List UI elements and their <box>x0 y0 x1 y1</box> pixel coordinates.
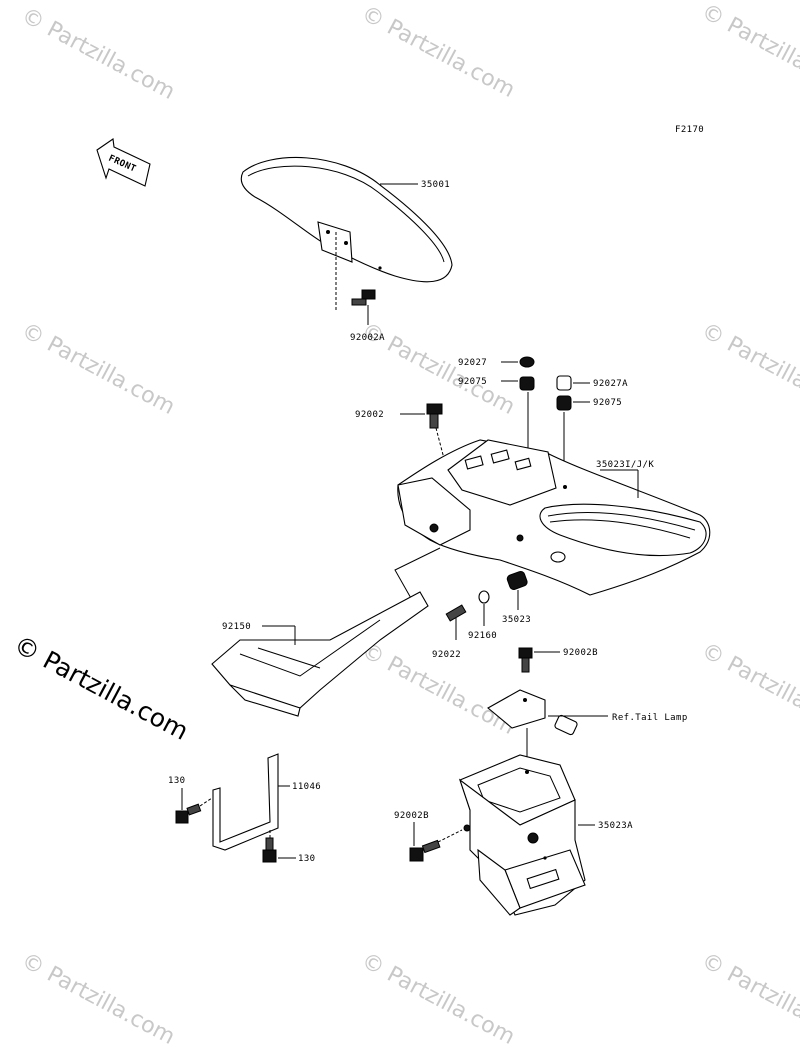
spacer-92075-left <box>519 376 535 391</box>
part-label-92002: 92002 <box>355 410 384 420</box>
bolt-shank <box>521 657 530 673</box>
inner-fender: 92150 <box>211 547 441 717</box>
part-label-92002A: 92002A <box>350 333 385 343</box>
part-label-92150: 92022 <box>432 650 461 660</box>
bolt-shank <box>429 413 439 429</box>
watermark: © Partzilla.com <box>357 1 519 103</box>
bracket-11046-group: 130 11046 130 <box>168 753 321 864</box>
front-fender-hole <box>326 230 330 234</box>
grommet-92027 <box>519 356 535 368</box>
front-fender-hole <box>378 266 382 270</box>
bolt-head <box>518 647 533 659</box>
front-fender: 35001 <box>240 157 453 283</box>
grommet-92027A <box>556 375 572 391</box>
housing-hole <box>463 824 471 832</box>
part-label-92075-right: 92075 <box>593 398 622 408</box>
front-fender-hole <box>344 241 348 245</box>
part-label-130-top: 130 <box>168 776 185 786</box>
figure-code: F2170 <box>675 125 704 135</box>
rear-fender: 35023I/J/K <box>397 439 711 596</box>
rear-fender-pad-stripe <box>547 511 696 539</box>
rear-fender-hole <box>563 485 567 489</box>
housing-hole <box>543 856 547 860</box>
bolt-130-top <box>175 810 189 824</box>
rear-fender-top-plate <box>447 439 557 506</box>
tail-lamp-housing: 35023A <box>458 754 633 916</box>
watermark: © Partzilla.com <box>697 948 800 1046</box>
part-label-92022: 92160 <box>468 631 497 641</box>
rear-fender-slot <box>464 455 484 470</box>
leader-line <box>199 797 213 807</box>
part-label-92160: 35023 <box>502 615 531 625</box>
bolt-head <box>361 289 376 300</box>
leader-line <box>394 547 441 601</box>
part-label-11046: 11046 <box>292 782 321 792</box>
bolt-head <box>426 403 443 415</box>
watermark: © Partzilla.com <box>697 638 800 740</box>
bolt-92002A: 92002A <box>335 232 385 343</box>
bolt-head <box>409 847 424 862</box>
spacer-92075-right <box>556 395 572 411</box>
part-label-ref-tail-lamp: Ref.Tail Lamp <box>612 713 688 723</box>
housing-hole <box>527 832 539 844</box>
housing-hole <box>525 770 529 774</box>
tail-lamp-collar <box>554 714 578 736</box>
bolt-92002: 92002 <box>355 403 448 471</box>
collar-92150 <box>445 604 467 622</box>
leader-line <box>437 829 463 843</box>
rear-fender-pad <box>539 503 707 557</box>
part-label-35023A: 35023A <box>598 821 633 831</box>
watermark: © Partzilla.com <box>17 3 179 105</box>
rear-fender-hole <box>429 523 439 533</box>
front-arrow: FRONT <box>96 138 151 187</box>
front-fender-edge <box>247 165 445 263</box>
housing-lower-flap <box>477 848 521 916</box>
washer-92022 <box>478 590 490 604</box>
bolt-130-bottom-shank <box>265 837 274 851</box>
part-label-130-bottom: 130 <box>298 854 315 864</box>
front-fender-shape <box>240 157 453 283</box>
part-label-92002B-top: 92002B <box>563 648 598 658</box>
watermark: © Partzilla.com <box>17 318 179 420</box>
bolt-130-bottom <box>262 849 277 863</box>
rear-fender-hole <box>516 534 524 542</box>
mount-hardware: 35023 92160 92022 <box>432 570 531 660</box>
bolt-92002B-bottom: 92002B <box>394 811 463 862</box>
bracket-11046 <box>212 753 279 851</box>
watermark-main: © Partzilla.com <box>9 630 193 746</box>
bolt-shank <box>421 839 441 854</box>
damper-92160 <box>506 570 528 590</box>
part-label-92027A: 92027A <box>593 379 628 389</box>
part-label-92002B-bottom: 92002B <box>394 811 429 821</box>
watermark: © Partzilla.com <box>697 0 800 101</box>
part-label-35023IJK: 35023I/J/K <box>596 460 654 470</box>
tail-lamp-bracket-group: 92002B Ref.Tail Lamp <box>487 647 688 772</box>
watermark: © Partzilla.com <box>697 318 800 420</box>
bolt-shank <box>351 298 367 306</box>
tail-lamp-bracket <box>487 689 546 729</box>
grommet-group: 92027 92075 92027A 92075 <box>458 356 628 480</box>
part-label-92075-left: 92075 <box>458 377 487 387</box>
rear-fender-mount-hole <box>550 551 566 563</box>
rear-fender-bracket <box>397 477 471 546</box>
part-label-35023: 92150 <box>222 622 251 632</box>
rear-fender-slot <box>490 449 510 464</box>
front-arrow-shape <box>96 138 151 187</box>
rear-fender-slot <box>514 457 532 471</box>
bolt-130-top-shank <box>186 803 202 816</box>
part-label-35001: 35001 <box>421 180 450 190</box>
part-label-92027: 92027 <box>458 358 487 368</box>
inner-fender-side <box>229 684 301 717</box>
watermark: © Partzilla.com <box>17 948 179 1046</box>
housing-plate-slot <box>526 868 560 890</box>
inner-fender-ridge <box>239 619 381 677</box>
watermark: © Partzilla.com <box>357 948 519 1046</box>
bracket-hole <box>523 698 527 702</box>
